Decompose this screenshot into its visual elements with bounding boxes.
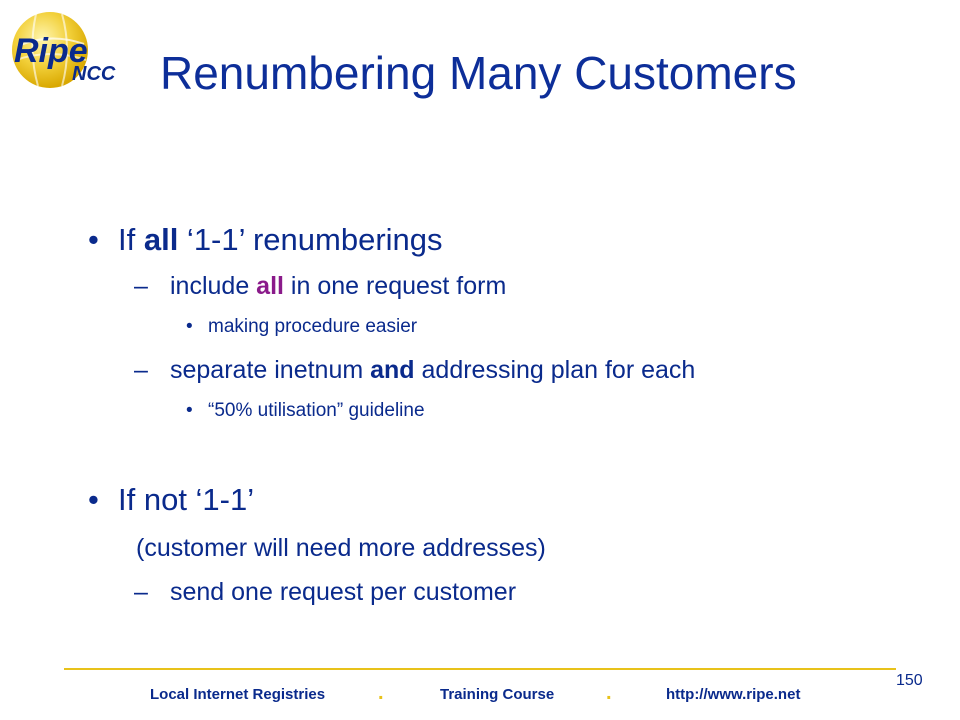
- sub-sub-item-utilisation: • “50% utilisation” guideline: [186, 400, 425, 422]
- text-segment: in one request form: [283, 272, 507, 300]
- sub-sub-item-procedure: • making procedure easier: [186, 316, 417, 338]
- ripe-ncc-logo: Ripe NCC: [6, 6, 130, 96]
- sub-item-one-request-form: –include all in one request form: [134, 272, 506, 301]
- bold-word: all: [143, 222, 179, 257]
- footer-left-text: Local Internet Registries: [150, 686, 326, 703]
- text-segment: include: [170, 272, 257, 300]
- bold-word: and: [370, 356, 415, 384]
- bullet-marker: •: [88, 222, 99, 257]
- accent-word: all: [256, 272, 284, 300]
- text-segment: If: [118, 222, 144, 257]
- bullet-marker: •: [186, 316, 193, 337]
- text-segment: separate inetnum: [170, 356, 371, 384]
- logo-sub-text: NCC: [72, 63, 116, 85]
- bullet-marker: •: [186, 400, 193, 421]
- slide-title: Renumbering Many Customers: [160, 47, 797, 99]
- sub-item-one-request-per-customer: –send one request per customer: [134, 578, 516, 607]
- dash-marker: –: [134, 356, 148, 384]
- note-more-addresses: (customer will need more addresses): [136, 534, 546, 562]
- sub-item-separate-inetnum: –separate inetnum and addressing plan fo…: [134, 356, 695, 385]
- footer-rule: [64, 668, 896, 670]
- bullet-marker: •: [88, 482, 99, 517]
- dash-marker: –: [134, 272, 148, 300]
- text-segment: “50% utilisation” guideline: [208, 400, 425, 421]
- text-segment: send one request per customer: [170, 578, 517, 606]
- text-segment: making procedure easier: [208, 316, 418, 337]
- page-number: 150: [896, 672, 923, 689]
- footer-separator: .: [606, 682, 612, 704]
- text-segment: If not ‘1-1’: [118, 482, 255, 517]
- bullet-not-one-to-one: • If not ‘1-1’: [88, 482, 254, 518]
- footer-separator: .: [378, 682, 384, 704]
- footer-center-text: Training Course: [440, 686, 555, 703]
- dash-marker: –: [134, 578, 148, 606]
- bullet-all-renumberings: • If all ‘1-1’ renumberings: [88, 222, 443, 258]
- footer-url-link[interactable]: http://www.ripe.net: [666, 686, 801, 703]
- text-segment: ‘1-1’ renumberings: [178, 222, 443, 257]
- text-segment: addressing plan for each: [414, 356, 696, 384]
- logo-main-text: Ripe: [14, 32, 88, 70]
